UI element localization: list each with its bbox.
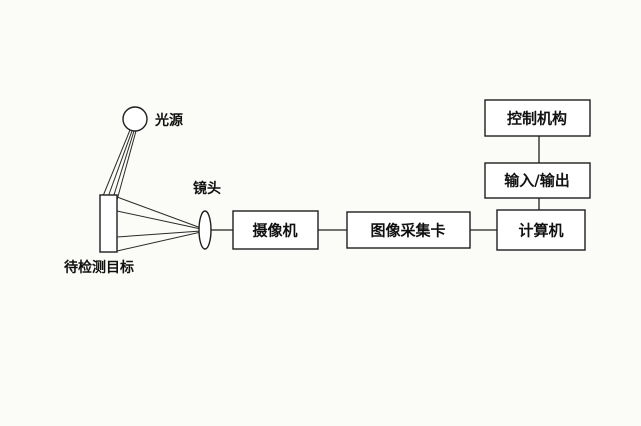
camera-box: 摄像机 [232, 210, 319, 250]
lens-icon [198, 210, 212, 250]
lens-label: 镜头 [193, 180, 221, 197]
io-label: 输入/输出 [504, 172, 569, 190]
target-object [99, 194, 118, 253]
light-rays [102, 129, 137, 201]
controller-box: 控制机构 [484, 99, 591, 137]
camera-label: 摄像机 [252, 222, 297, 240]
imaging-cone [116, 196, 202, 252]
target-label: 待检测目标 [64, 259, 134, 276]
computer-label: 计算机 [518, 222, 563, 240]
controller-label: 控制机构 [507, 110, 567, 128]
light-source-label: 光源 [154, 112, 183, 129]
computer-box: 计算机 [496, 209, 586, 251]
capture-card-box: 图像采集卡 [346, 211, 471, 249]
capture-card-label: 图像采集卡 [370, 222, 445, 240]
io-box: 输入/输出 [484, 162, 591, 199]
light-source-icon [122, 106, 148, 132]
